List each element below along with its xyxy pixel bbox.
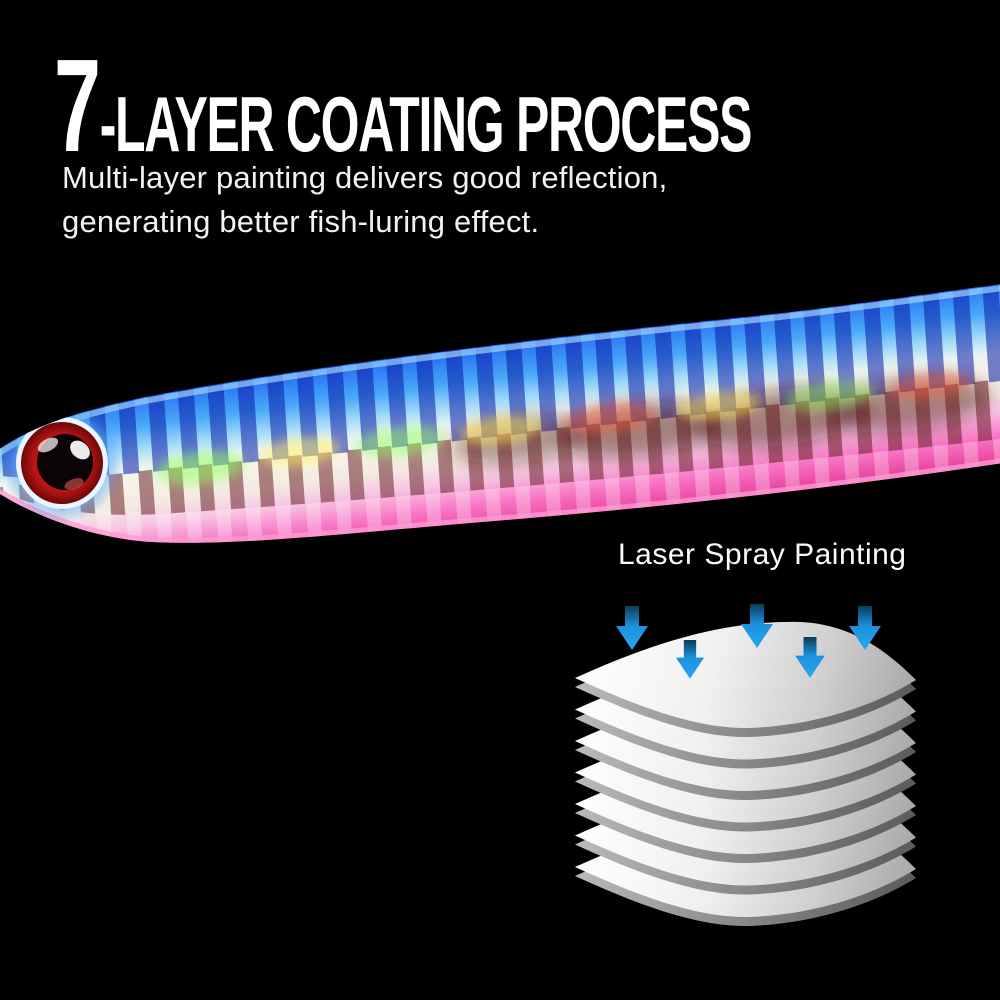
page-title: 7-LAYER COATING PROCESS: [54, 40, 753, 172]
title-number: 7: [54, 32, 101, 179]
lure-belly-stripes: [10, 438, 1000, 543]
subtitle: Multi-layer painting delivers good refle…: [62, 156, 667, 244]
lure-holographic-glints: [155, 372, 970, 485]
layer-stack: [575, 621, 916, 927]
fishing-lure-image: [0, 283, 1000, 543]
lure-back-stripes: [0, 283, 1000, 478]
title-text: -LAYER COATING PROCESS: [99, 80, 753, 168]
spray-arrow-down-icon: [616, 606, 648, 650]
subtitle-line-1: Multi-layer painting delivers good refle…: [62, 160, 668, 195]
lure-eye: [2, 403, 122, 523]
laser-spray-painting-label: Laser Spray Painting: [618, 538, 907, 571]
subtitle-line-2: generating better fish-luring effect.: [62, 204, 540, 239]
lure-belly-sheen: [0, 457, 1000, 543]
